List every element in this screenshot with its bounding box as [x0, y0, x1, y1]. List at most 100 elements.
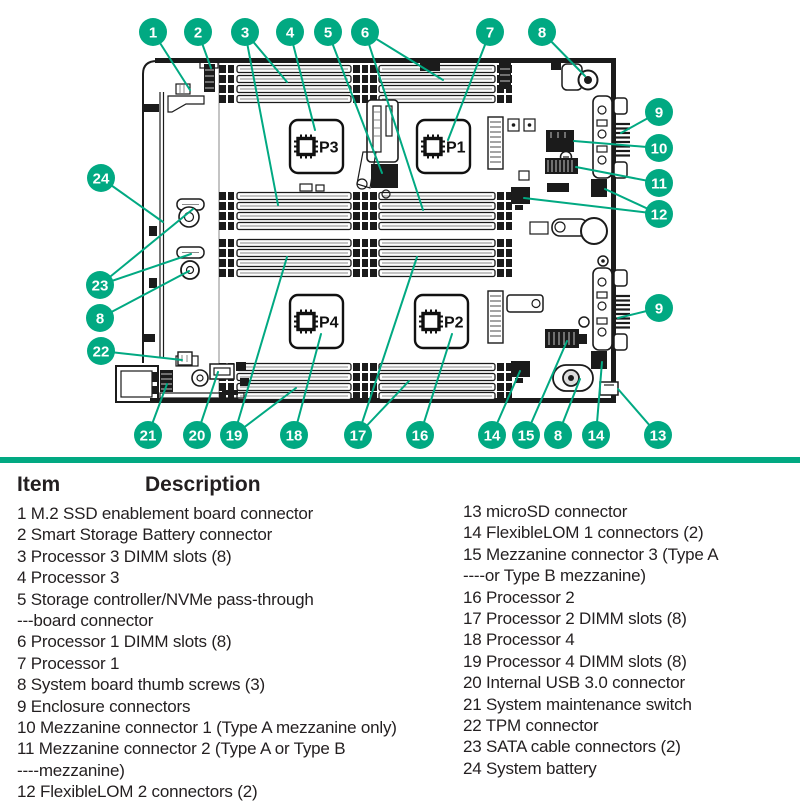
- legend-item: 3 Processor 3 DIMM slots (8): [17, 546, 232, 566]
- legend-item: 19 Processor 4 DIMM slots (8): [463, 651, 687, 671]
- svg-text:P3: P3: [319, 140, 339, 157]
- m2-ssd-connector: [167, 83, 205, 113]
- enclosure-latch-handle: [115, 365, 159, 403]
- svg-text:11: 11: [651, 176, 667, 193]
- svg-text:2: 2: [194, 25, 202, 42]
- callout-14-right: 14: [582, 421, 610, 449]
- board-bottom-edge: [150, 398, 613, 403]
- top-edge-components: [420, 62, 561, 89]
- callout-6: 6: [351, 18, 379, 46]
- legend-item: 8 System board thumb screws (3): [17, 675, 265, 695]
- cpu-chip-icon: [417, 307, 445, 336]
- dimm-bank-lower-middle: [218, 238, 513, 278]
- processor-p1: P1: [415, 118, 472, 175]
- dimm-bank-bottom: [218, 362, 513, 401]
- callout-9-top: 9: [645, 98, 673, 126]
- tpm-connector: [175, 351, 199, 367]
- callout-10: 10: [645, 134, 673, 162]
- callout-1: 1: [139, 18, 167, 46]
- svg-text:15: 15: [518, 428, 535, 445]
- section-divider: [0, 457, 800, 463]
- svg-text:5: 5: [324, 25, 332, 42]
- svg-text:24: 24: [93, 171, 110, 188]
- dimm-bank-upper-middle: [218, 191, 513, 231]
- callout-17: 17: [344, 421, 372, 449]
- svg-text:8: 8: [554, 428, 562, 445]
- legend-item-continuation: ----or Type B mezzanine): [463, 566, 646, 586]
- mid-right-assembly: [529, 217, 608, 245]
- svg-text:12: 12: [651, 207, 668, 224]
- bottom-left-misc: [159, 362, 249, 399]
- system-battery: [178, 206, 200, 228]
- legend-item: 5 Storage controller/NVMe pass-through: [17, 589, 314, 609]
- legend-item: 20 Internal USB 3.0 connector: [463, 673, 685, 693]
- svg-text:18: 18: [286, 428, 303, 445]
- svg-text:19: 19: [226, 428, 243, 445]
- callout-20: 20: [183, 421, 211, 449]
- svg-text:16: 16: [412, 428, 429, 445]
- callout-19: 19: [220, 421, 248, 449]
- legend-item: 7 Processor 1: [17, 653, 120, 673]
- board-top-edge: [155, 58, 615, 63]
- callout-18: 18: [280, 421, 308, 449]
- legend-item: 14 FlexibleLOM 1 connectors (2): [463, 523, 704, 543]
- legend-header-description: Description: [145, 473, 261, 496]
- legend-item: 10 Mezzanine connector 1 (Type A mezzani…: [17, 718, 397, 738]
- svg-text:6: 6: [361, 25, 369, 42]
- riser-connector-bottom: [487, 290, 544, 344]
- system-maintenance-switch: [160, 370, 173, 392]
- callout-23: 23: [86, 271, 114, 299]
- sata-cable-connector-2: [176, 246, 205, 259]
- mezzanine-connector-1: [546, 130, 574, 152]
- screw-bottom-left: [191, 369, 209, 387]
- flexiblelom1-connectors: [511, 351, 607, 383]
- legend-item: 15 Mezzanine connector 3 (Type A: [463, 544, 719, 564]
- legend-item: 12 FlexibleLOM 2 connectors (2): [17, 782, 258, 802]
- callout-9-bottom: 9: [645, 294, 673, 322]
- svg-text:P4: P4: [319, 315, 339, 332]
- callout-5: 5: [314, 18, 342, 46]
- cpu-chip-icon: [419, 132, 447, 161]
- callout-7: 7: [476, 18, 504, 46]
- legend-item-continuation: ---board connector: [17, 611, 154, 631]
- callout-badges: 1 2 3 4 5 6 7 8 9 10 11 12 24 23 8 22 9 …: [86, 18, 673, 449]
- svg-text:8: 8: [538, 25, 546, 42]
- enclosure-connector-top: [591, 94, 632, 180]
- callout-13: 13: [644, 421, 672, 449]
- thumb-screw-left: [180, 260, 200, 280]
- svg-text:21: 21: [140, 428, 157, 445]
- callout-16: 16: [406, 421, 434, 449]
- callout-2: 2: [184, 18, 212, 46]
- svg-text:20: 20: [189, 428, 206, 445]
- mezzanine-connector-2: [545, 158, 578, 174]
- legend-item: 21 System maintenance switch: [463, 694, 692, 714]
- svg-text:13: 13: [650, 428, 667, 445]
- legend-item: 13 microSD connector: [463, 502, 628, 521]
- legend-item: 9 Enclosure connectors: [17, 696, 191, 716]
- legend-item: 22 TPM connector: [463, 716, 599, 736]
- svg-text:3: 3: [241, 25, 249, 42]
- small-parts-mid: [299, 183, 325, 192]
- legend-item: 18 Processor 4: [463, 630, 575, 650]
- internal-usb3-connector: [209, 363, 235, 380]
- legend-item: 1 M.2 SSD enablement board connector: [17, 504, 314, 523]
- legend-item: 16 Processor 2: [463, 587, 575, 607]
- legend-item: 24 System battery: [463, 758, 597, 778]
- svg-text:P1: P1: [446, 140, 466, 157]
- svg-text:14: 14: [588, 428, 605, 445]
- svg-text:23: 23: [92, 278, 109, 295]
- enclosure-connector-bottom: [591, 266, 632, 352]
- callout-14-left: 14: [478, 421, 506, 449]
- mezzanine-connector-3: [545, 316, 590, 348]
- svg-text:9: 9: [655, 301, 663, 318]
- svg-text:22: 22: [93, 344, 110, 361]
- dimm-bank-top: [218, 64, 513, 104]
- svg-text:9: 9: [655, 105, 663, 122]
- svg-text:7: 7: [486, 25, 494, 42]
- thumb-screw-bottom-right: [552, 364, 594, 392]
- callout-8-top: 8: [528, 18, 556, 46]
- svg-text:1: 1: [149, 25, 157, 42]
- legend-item: 11 Mezzanine connector 2 (Type A or Type…: [17, 739, 346, 759]
